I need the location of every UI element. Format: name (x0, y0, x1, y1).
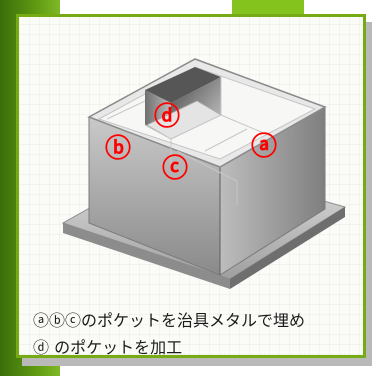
label-b: ⓑ (105, 133, 131, 164)
pocket-d (145, 67, 222, 140)
label-a: ⓐ (251, 131, 277, 162)
figure-card: ⓓ ⓑ ⓒ ⓐ ⓐⓑⓒのポケットを治具メタルで埋め ⓓ のポケットを加工 (16, 14, 366, 358)
label-d: ⓓ (154, 101, 180, 132)
background-green-tab (232, 0, 304, 18)
caption-line-1: ⓐⓑⓒのポケットを治具メタルで埋め (33, 311, 306, 330)
fixture-illustration: ⓓ ⓑ ⓒ ⓐ (61, 58, 347, 289)
filled-pocket-lines (106, 77, 274, 205)
label-c: ⓒ (162, 153, 188, 184)
caption-line-2: ⓓ のポケットを加工 (33, 338, 183, 357)
